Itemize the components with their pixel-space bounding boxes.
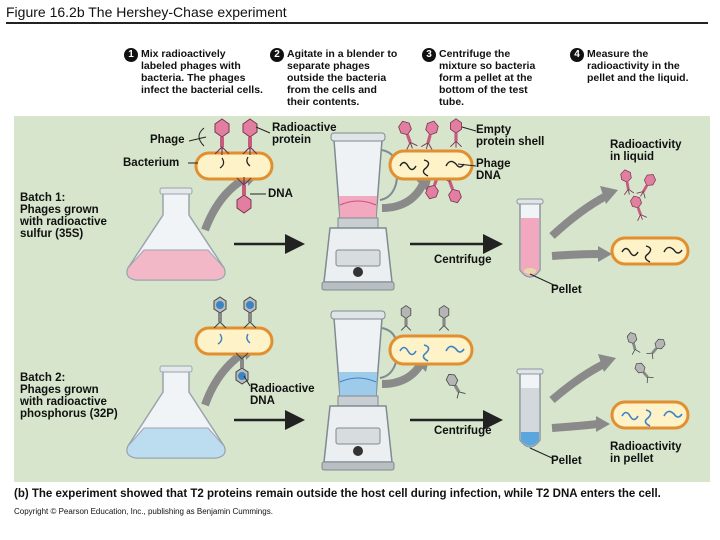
tube-to-liquid-arrowhead-2 [598,354,616,372]
pellet-cell-2 [610,400,690,430]
blender-to-mix-arrow-1 [381,180,428,212]
figure-caption: (b) The experiment showed that T2 protei… [14,488,661,500]
label-centrifuge-2: Centrifuge [434,425,492,437]
label-batch1: Batch 1: Phages grown with radioactive s… [20,192,107,240]
label-dna: DNA [268,188,293,200]
step-2-number: 2 [270,48,284,62]
label-radioactivity-pellet: Radioactivity in pellet [610,441,682,465]
tube-to-pellet-arrowhead-2 [596,416,610,432]
batch1-flask [126,187,226,281]
leader-empty-shell [461,126,477,132]
label-pellet-1: Pellet [551,284,582,296]
leader-radioactive-dna [243,375,251,387]
label-empty-shell: Empty protein shell [476,124,545,148]
label-bacterium: Bacterium [123,157,180,169]
step-4-number: 4 [570,48,584,62]
label-radioactive-dna: Radioactive DNA [250,383,315,407]
infected-bacterium-2 [194,296,274,385]
liquid-phages-1 [619,168,658,222]
test-tube-2 [516,368,544,448]
blender-1 [321,132,399,291]
infected-bacterium-1 [194,118,274,214]
step-1-number: 1 [124,48,138,62]
separated-mix-1 [388,118,474,206]
batch2-flask [126,365,226,459]
step-3-text: Centrifuge the mixture so bacteria form … [439,48,536,108]
tube-to-pellet-arrow-2 [551,420,599,432]
leader-radioactive-protein [255,126,271,134]
step-4-text: Measure the radioactivity in the pellet … [587,48,689,84]
leader-phage [188,136,207,142]
label-radioactivity-liquid: Radioactivity in liquid [610,139,682,163]
test-tube-1 [516,198,544,278]
tube-to-pellet-arrowhead-1 [598,246,612,262]
blender-2 [321,310,399,471]
title-rule [6,22,708,24]
label-batch2: Batch 2: Phages grown with radioactive p… [20,372,118,420]
label-phage: Phage [150,134,185,146]
tube-to-liquid-arrow [549,192,608,239]
separated-mix-2 [388,305,474,399]
tube-to-liquid-arrowhead [600,186,618,204]
step-2-text: Agitate in a blender to separate phages … [287,48,398,108]
pellet-cell-1 [610,236,690,266]
copyright-notice: Copyright © Pearson Education, Inc., pub… [14,507,273,516]
liquid-phages-2 [626,331,668,384]
label-pellet-2: Pellet [551,455,582,467]
label-centrifuge-1: Centrifuge [434,254,492,266]
tube-to-pellet-arrow-1 [551,250,601,260]
step-3-number: 3 [422,48,436,62]
leader-phage-dna [457,163,477,167]
leader-pellet-1 [529,273,557,287]
tube-to-liquid-arrow-2 [549,360,606,404]
figure-title: Figure 16.2b The Hershey-Chase experimen… [6,4,287,20]
step-1-text: Mix radioactively labeled phages with ba… [141,48,263,96]
leader-pellet-2 [529,447,553,459]
label-radioactive-protein: Radioactive protein [272,122,337,146]
label-phage-dna: Phage DNA [476,158,511,182]
